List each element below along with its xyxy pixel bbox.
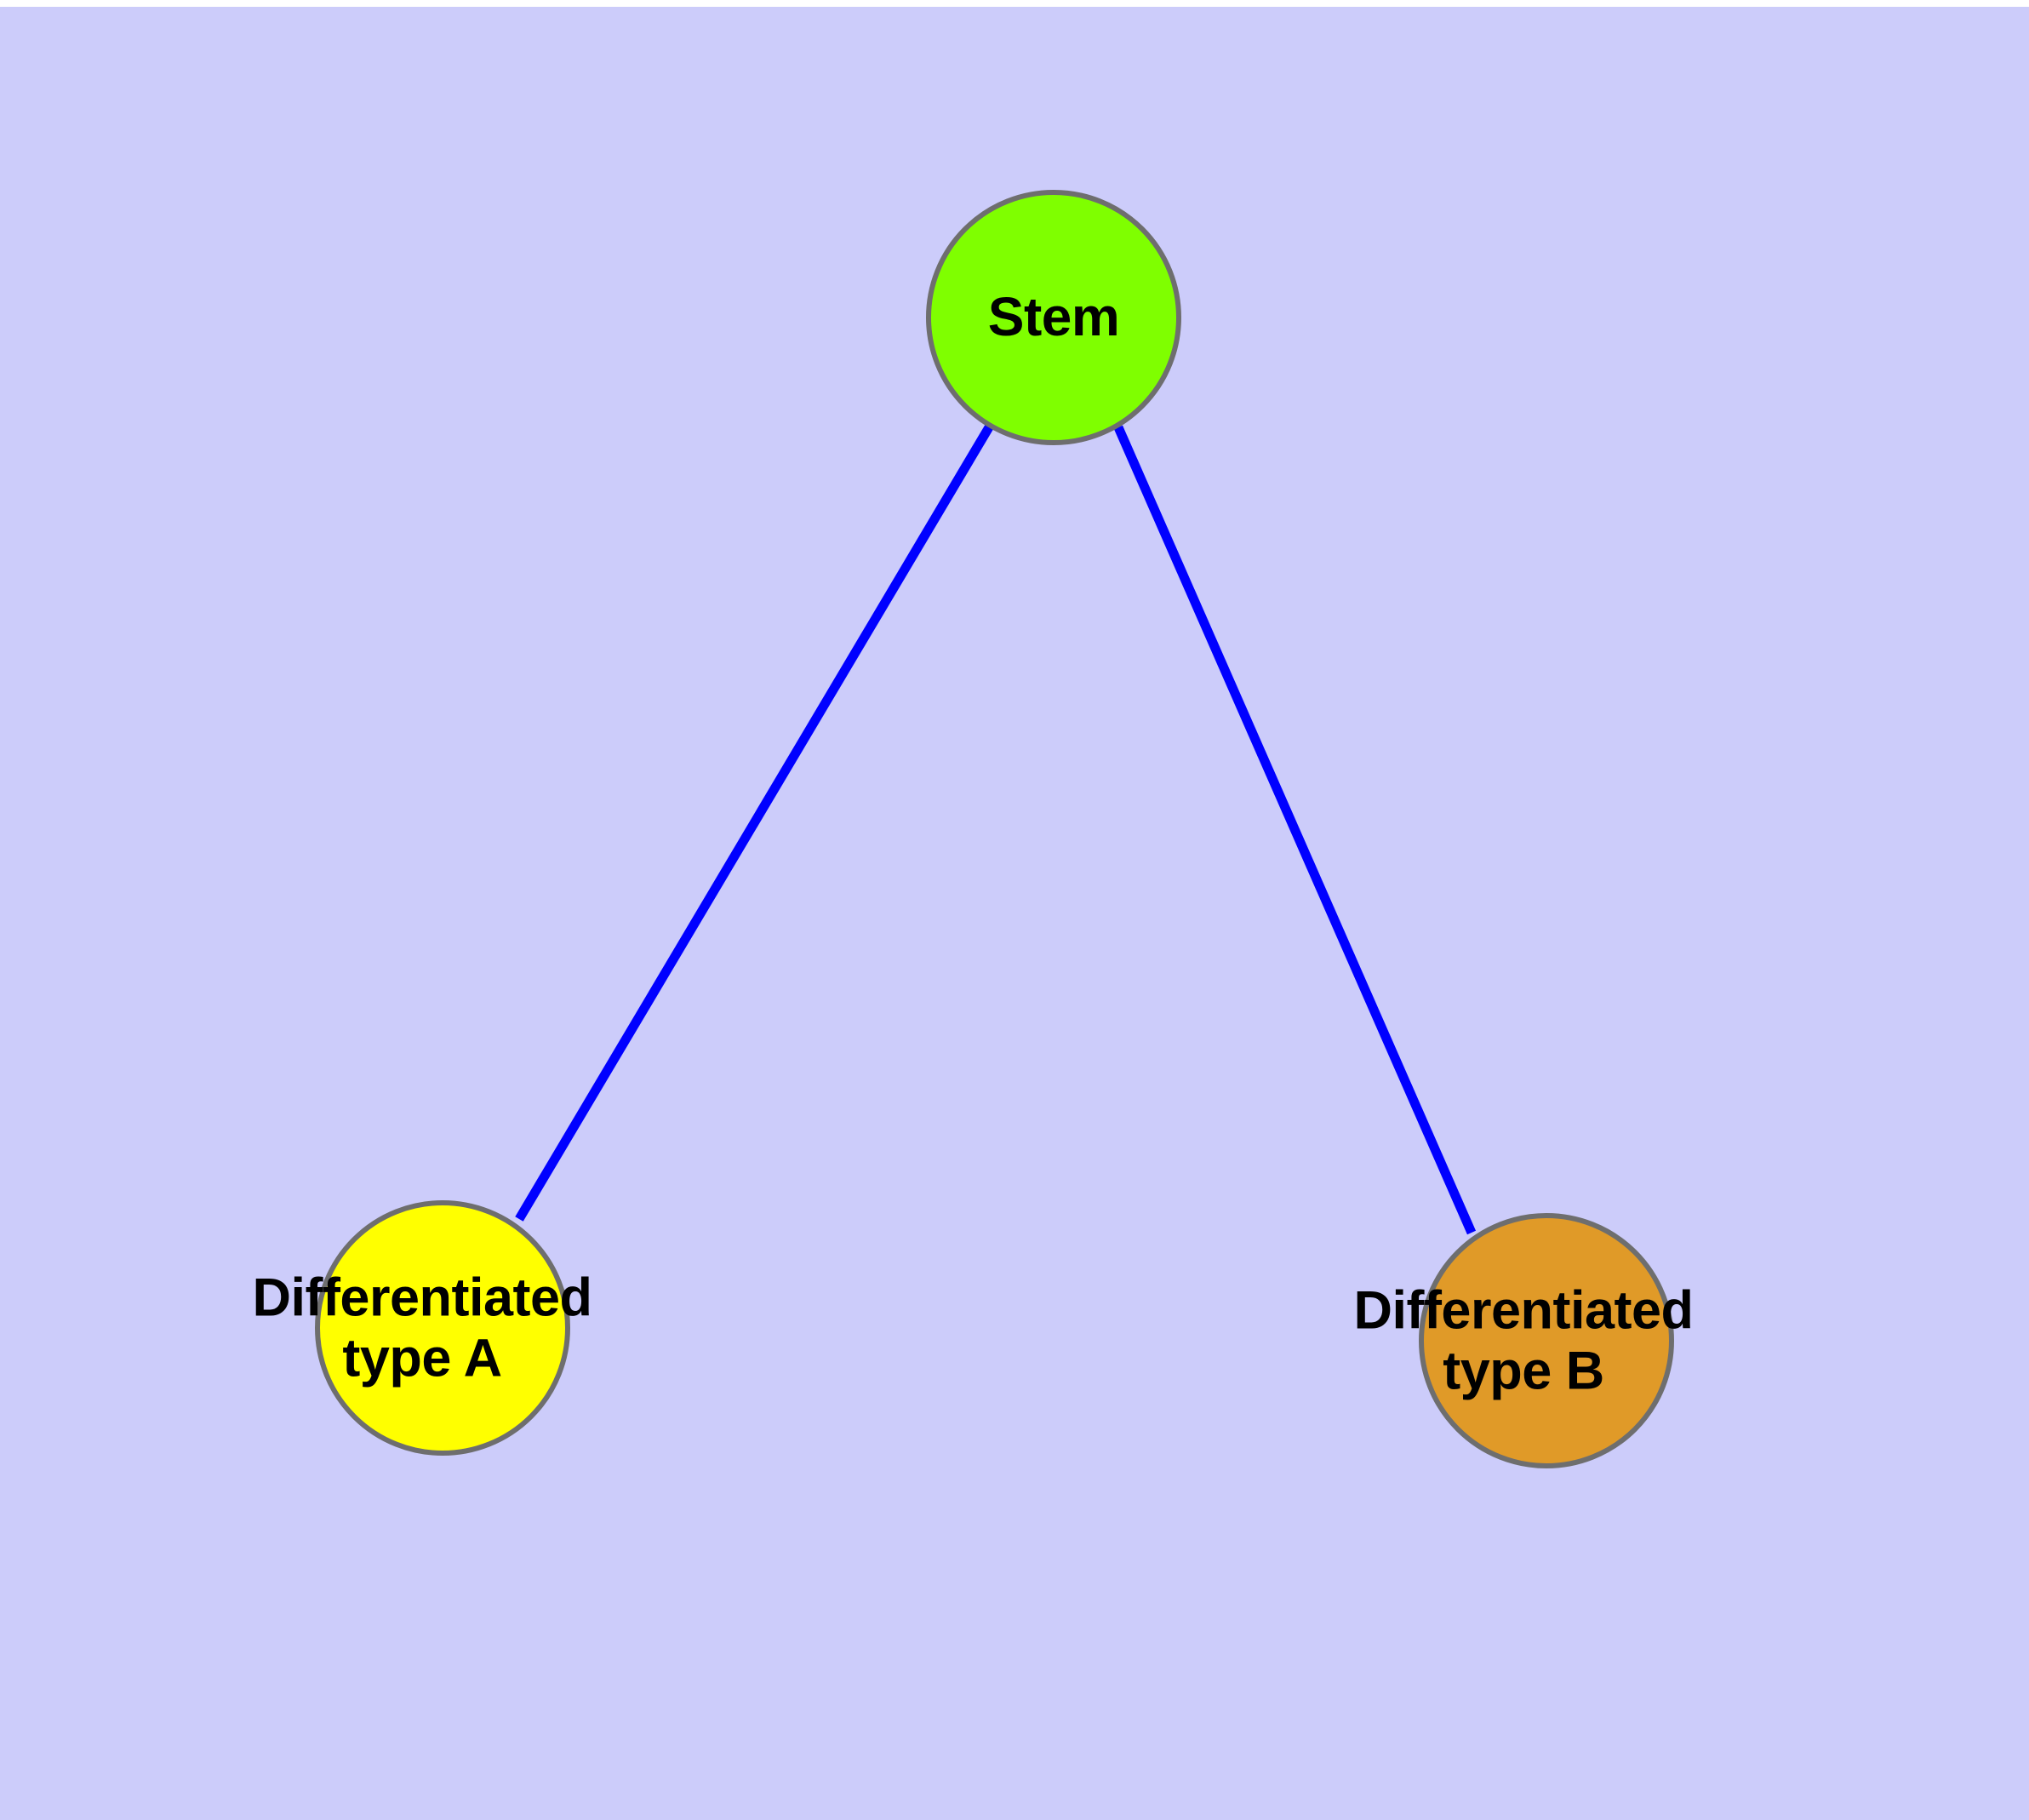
node-layer (315, 190, 1674, 1468)
edge-layer (515, 425, 1477, 1235)
node-stem[interactable] (926, 190, 1181, 445)
node-differentiated-type-a[interactable] (315, 1200, 570, 1456)
edge-stem-to-differentiated-type-b (1113, 425, 1477, 1235)
node-differentiated-type-b[interactable] (1419, 1213, 1674, 1468)
edge-stem-to-differentiated-type-a (515, 425, 993, 1222)
